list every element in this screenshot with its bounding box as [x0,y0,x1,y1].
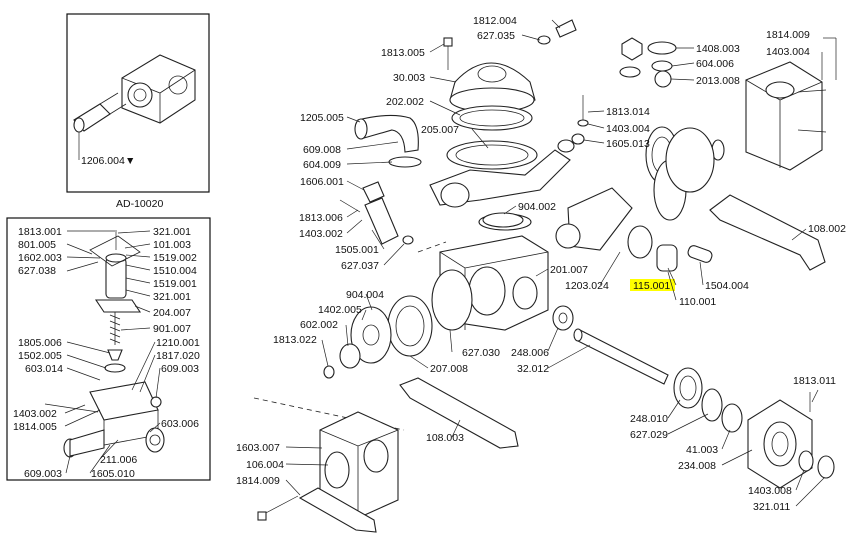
label-main-34: 248.006 [511,347,549,359]
label-inset-left-4: 321.001 [153,226,191,238]
label-inset-left-15: 1817.020 [156,350,200,362]
highlight-115-001 [630,279,675,291]
label-main-15: 1403.004 [606,123,650,135]
label-main-32: 1813.022 [273,334,317,346]
label-inset-left-16: 603.014 [25,363,63,375]
label-main-45: 1603.007 [236,442,280,454]
label-main-39: 248.010 [630,413,668,425]
label-main-41: 41.003 [686,444,718,456]
label-inset-left-20: 603.006 [161,418,199,430]
label-main-20: 1814.009 [766,29,810,41]
label-main-38: 1813.011 [793,375,836,387]
inset-top-part-label: 1206.004 [81,155,125,167]
label-inset-left-5: 101.003 [153,239,191,251]
label-main-0: 1812.004 [473,15,517,27]
label-inset-left-23: 1605.010 [91,468,135,480]
inset-left-frame [6,217,211,481]
label-inset-left-18: 1403.002 [13,408,57,420]
main-labels: 1812.004 627.035 1813.005 30.003 202.002… [236,15,846,513]
label-main-26: 110.001 [679,296,716,308]
label-inset-left-6: 1519.002 [153,252,197,264]
inset-top-drawing [73,54,196,160]
main-parts-drawing [253,19,835,533]
label-main-4: 202.002 [386,96,424,108]
label-main-27: 1504.004 [705,280,749,292]
label-inset-left-14: 1210.001 [156,337,200,349]
label-main-25: 115.001 [633,280,670,292]
label-main-47: 1814.009 [236,475,280,487]
label-inset-left-12: 1805.006 [18,337,62,349]
label-main-9: 1606.001 [300,176,344,188]
label-main-13: 627.037 [341,260,379,272]
label-main-31: 602.002 [300,319,338,331]
label-inset-left-9: 321.001 [153,291,191,303]
label-main-28: 108.002 [808,223,846,235]
label-main-10: 1813.006 [299,212,343,224]
label-inset-left-2: 1602.003 [18,252,62,264]
label-main-5: 1205.005 [300,112,344,124]
label-inset-left-19: 1814.005 [13,421,57,433]
inset-left-labels: 1813.001 801.005 1602.003 627.038 321.00… [13,226,200,480]
label-main-18: 604.006 [696,58,734,70]
inset-top-code: AD-10020 [116,198,163,210]
label-inset-left-21: 211.006 [100,454,137,466]
label-inset-left-17: 609.003 [161,363,199,375]
label-main-44: 321.011 [753,501,790,513]
label-main-6: 205.007 [421,124,459,136]
label-inset-left-7: 1510.004 [153,265,197,277]
label-main-17: 1408.003 [696,43,740,55]
label-main-42: 234.008 [678,460,716,472]
label-inset-left-10: 204.007 [153,307,191,319]
label-inset-left-3: 627.038 [18,265,56,277]
label-main-8: 604.009 [303,159,341,171]
inset-top-marker-icon: ▼ [125,155,135,167]
label-inset-left-8: 1519.001 [153,278,197,290]
label-inset-left-22: 609.003 [24,468,62,480]
label-main-2: 1813.005 [381,47,425,59]
label-main-23: 201.007 [550,264,588,276]
label-main-21: 1403.004 [766,46,810,58]
label-main-36: 32.012 [517,363,549,375]
label-main-35: 207.008 [430,363,468,375]
label-main-14: 1813.014 [606,106,650,118]
label-main-29: 904.004 [346,289,384,301]
inset-left-drawing [44,230,165,458]
label-main-37: 108.003 [426,432,464,444]
label-main-11: 1403.002 [299,228,343,240]
label-main-19: 2013.008 [696,75,740,87]
label-main-24: 1203.024 [565,280,609,292]
label-inset-left-13: 1502.005 [18,350,62,362]
inset-top-frame [66,13,210,193]
label-main-16: 1605.013 [606,138,650,150]
label-main-46: 106.004 [246,459,284,471]
label-main-1: 627.035 [477,30,515,42]
label-main-33: 627.030 [462,347,500,359]
leader-lines [64,19,837,507]
label-main-3: 30.003 [393,72,425,84]
label-main-30: 1402.005 [318,304,362,316]
label-main-22: 904.002 [518,201,556,213]
label-main-7: 609.008 [303,144,341,156]
label-main-40: 627.029 [630,429,668,441]
label-main-12: 1505.001 [335,244,379,256]
label-inset-left-11: 901.007 [153,323,191,335]
label-inset-left-1: 801.005 [18,239,56,251]
part-115-001-shape [656,244,678,272]
label-inset-left-0: 1813.001 [18,226,62,238]
label-main-43: 1403.008 [748,485,792,497]
